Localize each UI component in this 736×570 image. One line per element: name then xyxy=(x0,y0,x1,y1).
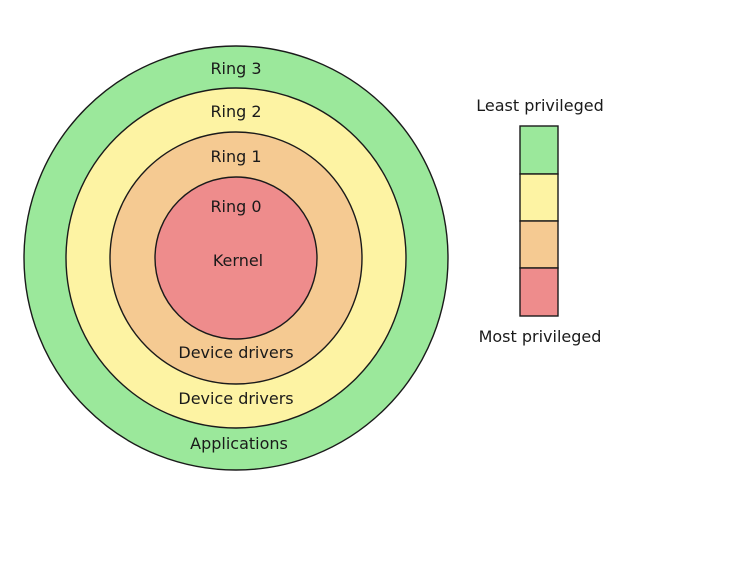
legend-segment-ring-3 xyxy=(519,125,559,175)
privilege-legend: Least privileged Most privileged xyxy=(476,96,604,346)
ring-3-label: Ring 3 xyxy=(210,59,261,78)
legend-top-label: Least privileged xyxy=(476,96,604,115)
legend-segment-ring-2 xyxy=(519,173,559,222)
legend-segment-ring-1 xyxy=(519,220,559,269)
ring-1-content-label: Device drivers xyxy=(178,343,293,362)
ring-2-content-label: Device drivers xyxy=(178,389,293,408)
ring-0-circle xyxy=(154,176,318,340)
legend-bottom-label: Most privileged xyxy=(479,327,602,346)
ring-2-label: Ring 2 xyxy=(210,102,261,121)
applications-label: Applications xyxy=(190,434,288,453)
rings-group xyxy=(23,45,449,471)
ring-1-label: Ring 1 xyxy=(210,147,261,166)
kernel-label: Kernel xyxy=(213,251,263,270)
legend-segment-ring-0 xyxy=(519,267,559,317)
ring-0-label: Ring 0 xyxy=(210,197,261,216)
